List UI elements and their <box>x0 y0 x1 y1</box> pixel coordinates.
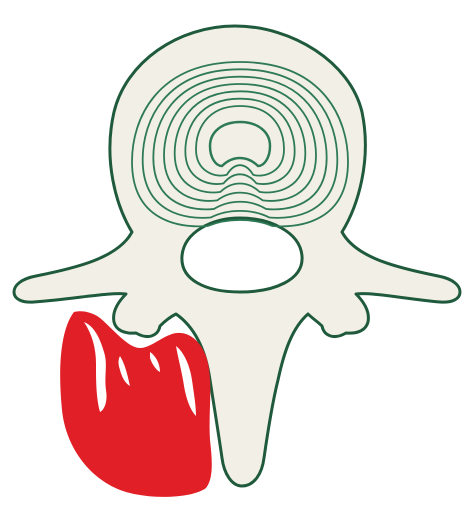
spinal-canal <box>182 218 302 292</box>
